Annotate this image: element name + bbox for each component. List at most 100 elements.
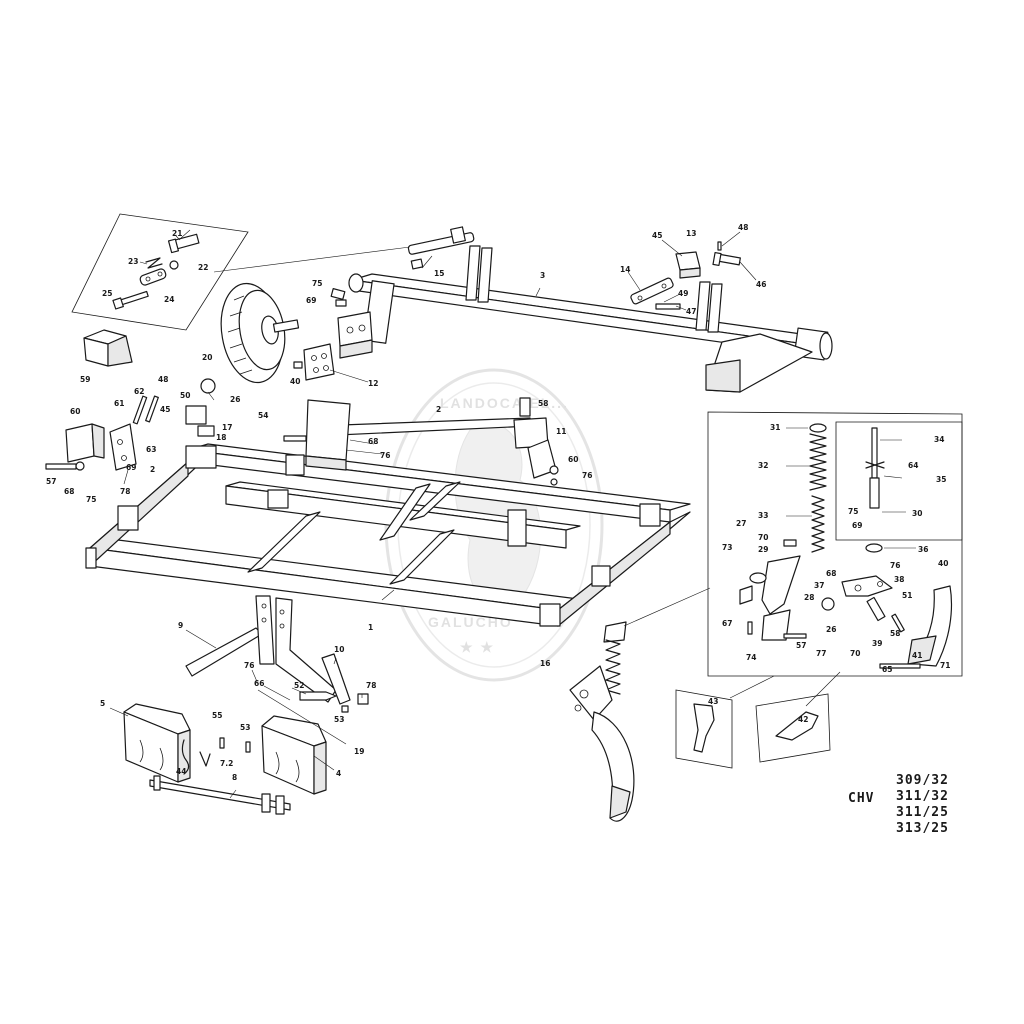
bolt-75: [330, 287, 346, 301]
callout: 35: [936, 475, 946, 484]
callout: 33: [758, 511, 768, 520]
callout: 75: [848, 507, 858, 516]
share-box-43: [675, 689, 733, 769]
bolt-57: [45, 463, 77, 470]
wheel-20: [220, 282, 300, 384]
washer-60: [549, 465, 559, 475]
callout: 27: [736, 519, 746, 528]
callout: 11: [556, 427, 566, 436]
callout: 19: [354, 747, 364, 756]
model-code-line: 311/32: [896, 789, 949, 804]
callout: 68: [368, 437, 378, 446]
rod-30: [869, 477, 880, 509]
pin-53b: [245, 741, 251, 753]
callout: 48: [738, 223, 748, 232]
wheel-bracket-12: [303, 343, 335, 381]
bolt-39: [866, 596, 886, 622]
shaft-8: [149, 775, 291, 815]
tube-socket-59: [83, 329, 133, 367]
bolt-58: [519, 397, 531, 417]
pin-48: [717, 241, 722, 251]
bolt-54: [283, 435, 307, 442]
pin-47: [655, 303, 681, 310]
tine-arm-28: [761, 609, 791, 641]
hitch-pin-15: [407, 226, 475, 270]
callout: 22: [198, 263, 208, 272]
link-24: [139, 268, 167, 286]
callout: 74: [746, 653, 756, 662]
callout: 57: [796, 641, 806, 650]
model-code-line: 309/32: [896, 773, 949, 788]
model-code-block: CHV 309/32 311/32 311/25 313/25: [848, 773, 949, 836]
callout: 17: [222, 423, 232, 432]
callout: 24: [164, 295, 174, 304]
callout: 68: [826, 569, 836, 578]
bushing-73: [749, 572, 767, 584]
callout: 61: [114, 399, 124, 408]
callout: 45: [160, 405, 170, 414]
callout: 4: [336, 769, 341, 778]
callout: 14: [620, 265, 630, 274]
watermark-stars: ★ ★: [460, 639, 495, 655]
nut-69: [335, 299, 347, 307]
clamp-plate-61: [109, 423, 137, 471]
callout: 3: [540, 271, 545, 280]
hitch-link-14: [630, 277, 674, 305]
callout: 51: [902, 591, 912, 600]
callout: 32: [758, 461, 768, 470]
spring-cap-31: [809, 423, 827, 433]
callout: 69: [126, 463, 136, 472]
callout: 66: [254, 679, 264, 688]
lower-leaders: [109, 629, 363, 799]
rear-toolbar-3: [348, 245, 833, 393]
callout: 68: [64, 487, 74, 496]
callout-labels: 21 23 22 25 24 59 20 15 2 3 75 69 40 12 …: [46, 223, 950, 782]
callout: 70: [758, 533, 768, 542]
clamp: [267, 489, 289, 509]
nut-78: [357, 693, 369, 705]
main-leaders: [123, 231, 757, 601]
share-leader-a: [729, 675, 775, 699]
callout: 2: [436, 405, 441, 414]
callout: 36: [918, 545, 928, 554]
callout: 73: [722, 543, 732, 552]
callout: 65: [882, 665, 892, 674]
callout: 64: [908, 461, 918, 470]
callout: 76: [582, 471, 592, 480]
callout: 1: [368, 623, 373, 632]
shoe-4: [261, 715, 327, 795]
callout: 26: [230, 395, 240, 404]
callout: 23: [128, 257, 138, 266]
callout: 26: [826, 625, 836, 634]
callout: 40: [290, 377, 300, 386]
callout: 29: [758, 545, 768, 554]
bolt-25: [112, 290, 149, 310]
callout: 13: [686, 229, 696, 238]
callout: 20: [202, 353, 212, 362]
pin-74: [747, 621, 753, 635]
callout: 49: [678, 289, 688, 298]
callout: 10: [334, 645, 344, 654]
callout: 71: [940, 661, 950, 670]
clamp: [117, 505, 139, 531]
bolt-62: [132, 395, 148, 425]
callout: 69: [306, 296, 316, 305]
pin-21: [167, 233, 200, 254]
callout: 44: [176, 767, 186, 776]
clamp-60: [65, 423, 105, 463]
watermark-bottom-text: GALUCHO: [428, 614, 513, 630]
callout: 58: [890, 629, 900, 638]
main-frame-1: [85, 443, 691, 627]
callout: 43: [708, 697, 718, 706]
pin-64: [865, 461, 885, 469]
callout: 62: [134, 387, 144, 396]
callout: 76: [380, 451, 390, 460]
washer-68: [75, 461, 85, 471]
callout: 15: [434, 269, 444, 278]
clamp: [507, 509, 527, 547]
callout: 28: [804, 593, 814, 602]
callout: 55: [212, 711, 222, 720]
callout: 30: [912, 509, 922, 518]
callout: 69: [852, 521, 862, 530]
share-box-42: [755, 693, 831, 763]
